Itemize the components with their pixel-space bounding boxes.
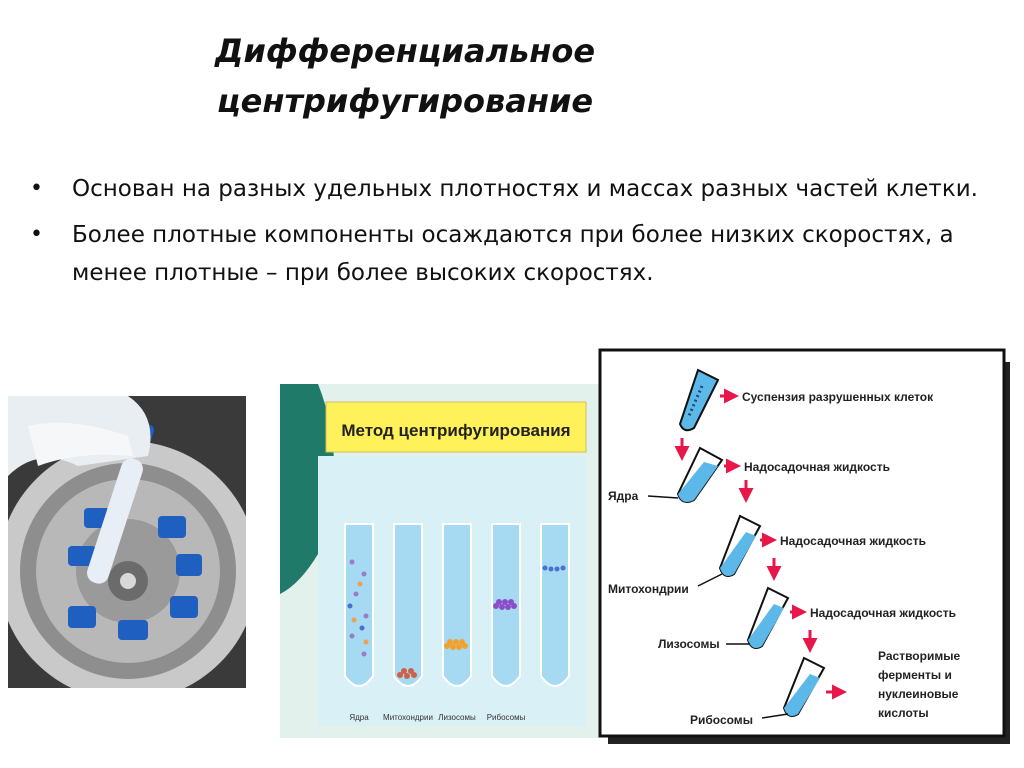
test-tube xyxy=(442,523,472,687)
slide-title-line-1: Дифференциальное xyxy=(214,32,596,70)
bullet-item: • Основан на разных удельных плотностях и… xyxy=(28,170,978,208)
tube-label: Ядра xyxy=(349,713,369,722)
bullet-list: • Основан на разных удельных плотностях и… xyxy=(28,170,978,300)
label-soluble-line-4: кислоты xyxy=(878,706,929,720)
bullet-item: • Более плотные компоненты осаждаются при… xyxy=(28,216,978,292)
label-nuclei: Ядра xyxy=(608,489,639,503)
slide-title: Дифференциальное центрифугирование xyxy=(150,26,660,126)
tube-suspension xyxy=(678,368,720,432)
label-suspension: Суспензия разрушенных клеток xyxy=(742,390,934,404)
test-tube xyxy=(540,523,570,687)
tube-mitochondria xyxy=(718,514,762,577)
label-supernatant-1: Надосадочная жидкость xyxy=(744,460,890,474)
centrifugation-method-panel: Метод центрифугирования Ядра Митохондрии… xyxy=(280,384,600,738)
test-tube xyxy=(344,523,374,687)
test-tube xyxy=(393,523,423,687)
tube-lysosomes xyxy=(746,586,790,649)
panel-heading: Метод центрифугирования xyxy=(341,421,570,440)
tube-nuclei xyxy=(676,446,724,503)
centrifugation-scheme: Суспензия разрушенных клеток Надосадочна… xyxy=(598,348,1010,744)
test-tube xyxy=(491,523,521,687)
label-soluble-line-3: нуклеиновые xyxy=(878,687,959,701)
label-lysosomes: Лизосомы xyxy=(658,637,720,651)
label-mitochondria: Митохондрии xyxy=(608,582,689,596)
slide-title-line-2: центрифугирование xyxy=(216,82,594,120)
label-ribosomes: Рибосомы xyxy=(690,713,753,727)
bullet-text: Основан на разных удельных плотностях и … xyxy=(72,176,978,202)
label-soluble-line-1: Растворимые xyxy=(878,649,960,663)
tube-label: Митохондрии xyxy=(383,713,433,722)
bullet-dot-icon: • xyxy=(30,222,43,247)
label-soluble-line-2: ферменты и xyxy=(878,668,952,682)
bullet-dot-icon: • xyxy=(30,176,43,201)
label-supernatant-3: Надосадочная жидкость xyxy=(810,606,956,620)
centrifuge-photo xyxy=(8,396,246,688)
tube-label: Лизосомы xyxy=(438,713,476,722)
panel-heading-box xyxy=(325,401,587,453)
tube-ribosomes xyxy=(782,656,826,717)
label-supernatant-2: Надосадочная жидкость xyxy=(780,534,926,548)
bullet-text: Более плотные компоненты осаждаются при … xyxy=(72,222,954,286)
tube-label: Рибосомы xyxy=(487,713,526,722)
